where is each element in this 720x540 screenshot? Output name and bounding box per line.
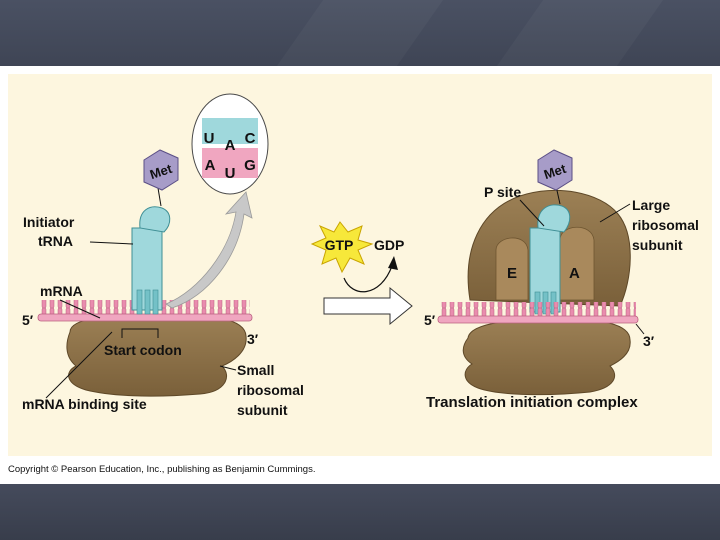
large-subunit-label-line1: Large (632, 197, 670, 213)
mrna-strand-right (437, 302, 639, 324)
gtp-burst: GTP (310, 221, 374, 274)
small-subunit-label-line2: ribosomal (237, 382, 304, 398)
a-site-label: A (569, 265, 580, 282)
e-site-label: E (507, 265, 517, 282)
initiator-trna-left (131, 206, 171, 315)
slide-bottom-band (0, 484, 720, 540)
small-subunit-pointer (219, 365, 237, 371)
complex-title: Translation initiation complex (426, 394, 638, 411)
codon-base-1: A (205, 157, 216, 174)
gtp-gdp-arrowhead (388, 256, 398, 270)
small-ribosomal-subunit-right (462, 319, 631, 396)
gdp-label: GDP (374, 237, 404, 253)
five-prime-left: 5′ (22, 312, 34, 328)
p-site-pointer (519, 199, 545, 227)
start-codon-label: Start codon (104, 342, 182, 358)
met-hexagon-left: Met (143, 149, 179, 191)
small-subunit-label-line3: subunit (237, 402, 288, 418)
codon-base-2: U (225, 165, 236, 182)
met-label-right: Met (542, 161, 569, 182)
mrna-pointer (59, 299, 101, 319)
five-prime-right: 5′ (424, 312, 436, 328)
three-prime-pointer (635, 323, 645, 335)
initiator-label-line2: tRNA (38, 233, 73, 249)
met-hexagon-right: Met (537, 149, 573, 191)
anticodon-base-1: U (204, 130, 215, 147)
large-subunit-label-line2: ribosomal (632, 217, 699, 233)
large-subunit-label-line3: subunit (632, 237, 683, 253)
mrna-label: mRNA (40, 283, 83, 299)
gtp-gdp-curve-arrow (343, 265, 393, 293)
binding-site-pointer (45, 331, 113, 399)
codon-inset: U A C A U G (191, 93, 269, 195)
anticodon-base-3: C (245, 130, 256, 147)
met-label-left: Met (148, 161, 175, 182)
codon-base-3: G (244, 157, 256, 174)
initiator-label-line1: Initiator (23, 214, 75, 230)
large-subunit-pointer (599, 203, 631, 223)
initiator-pointer (89, 241, 134, 245)
met-link-left (157, 187, 162, 207)
three-prime-right: 3′ (643, 333, 655, 349)
slide-top-band (0, 0, 720, 66)
anticodon-base-2: A (225, 137, 236, 154)
gtp-label: GTP (325, 237, 354, 253)
small-subunit-label-line1: Small (237, 362, 274, 378)
process-arrow (323, 286, 413, 326)
mrna-binding-site-label: mRNA binding site (22, 396, 147, 412)
zoom-arrow (165, 191, 253, 309)
three-prime-left: 3′ (247, 331, 259, 347)
start-codon-bracket (121, 328, 159, 338)
p-site-label: P site (484, 184, 521, 200)
copyright-notice: Copyright © Pearson Education, Inc., pub… (8, 464, 316, 475)
